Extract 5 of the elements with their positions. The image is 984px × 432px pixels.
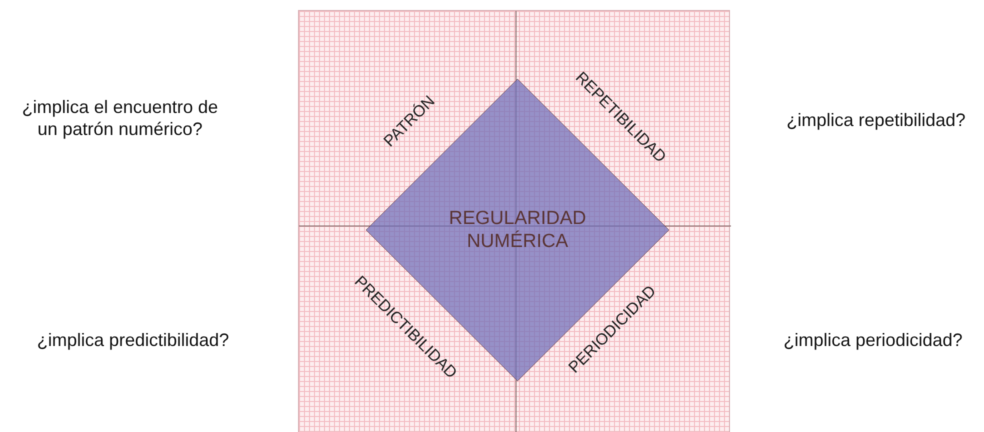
grid-panel	[298, 10, 730, 432]
question-text: ¿implica predictibilidad?	[36, 329, 230, 351]
question-text: ¿implica periodicidad?	[783, 329, 963, 351]
question-text: ¿implica el encuentro de un patrón numérico?	[20, 96, 220, 140]
question-text: ¿implica repetibilidad?	[786, 109, 966, 131]
